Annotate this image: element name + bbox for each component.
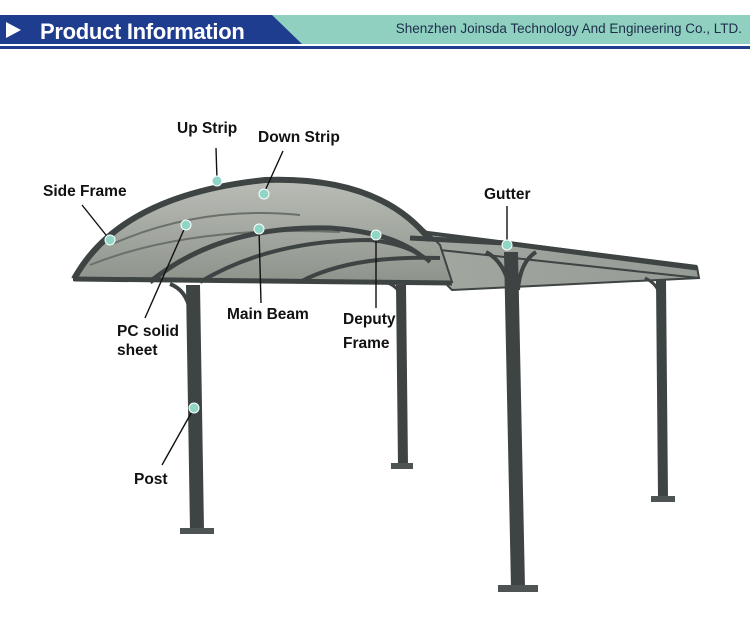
label-main-beam: Main Beam — [227, 306, 309, 323]
marker-side-frame — [104, 234, 116, 246]
label-up-strip: Up Strip — [177, 120, 238, 137]
header-background — [0, 15, 750, 49]
post-front-right — [484, 250, 538, 592]
markers — [104, 175, 513, 414]
page-title: Product Information — [40, 19, 245, 44]
label-gutter: Gutter — [484, 186, 531, 203]
marker-post — [188, 402, 200, 414]
marker-pc-sheet — [180, 219, 192, 231]
label-pc-solid-sheet-line2: sheet — [117, 342, 158, 360]
leader-lines — [81, 147, 508, 466]
main-beam — [148, 225, 422, 284]
company-name: Shenzhen Joinsda Technology And Engineer… — [395, 21, 742, 36]
label-side-frame: Side Frame — [43, 183, 127, 200]
label-pc-solid-sheet: PC solid sheet — [117, 322, 179, 361]
label-deputy-frame-line2: Frame — [343, 335, 390, 353]
label-deputy-frame: Deputy Frame — [343, 308, 396, 356]
label-down-strip: Down Strip — [258, 129, 340, 146]
marker-up-strip — [211, 175, 223, 187]
label-deputy-frame-line1: Deputy — [343, 311, 396, 328]
marker-main-beam — [253, 223, 265, 235]
label-post: Post — [134, 471, 168, 488]
header-banner: Product Information Shenzhen Joinsda Tec… — [0, 0, 750, 62]
post-rear-right — [644, 276, 675, 502]
play-triangle-icon — [6, 22, 21, 38]
marker-deputy-frame — [370, 229, 382, 241]
marker-down-strip — [258, 188, 270, 200]
label-pc-solid-sheet-line1: PC solid — [117, 323, 180, 340]
post-front-mid — [387, 281, 413, 469]
marker-gutter — [501, 239, 513, 251]
